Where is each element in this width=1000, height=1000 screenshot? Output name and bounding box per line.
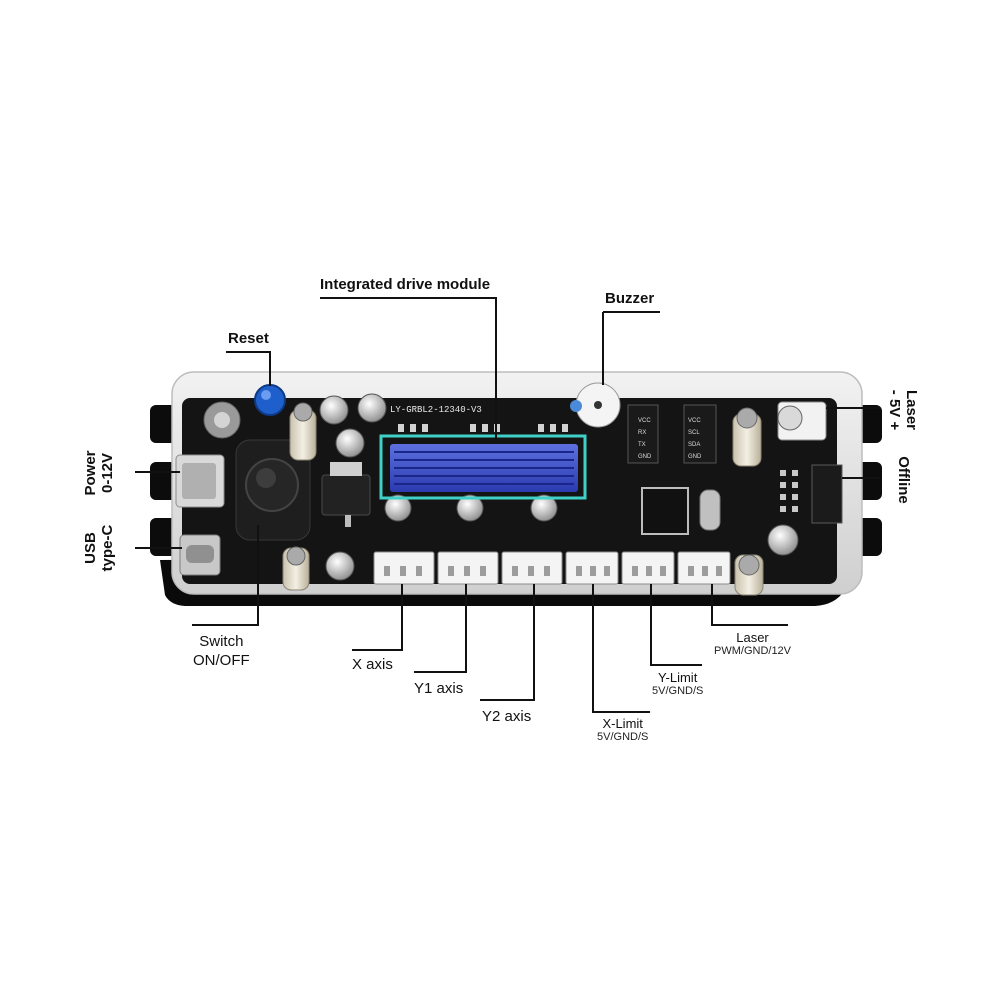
svg-text:GND: GND (688, 454, 702, 460)
svg-text:SCL: SCL (688, 430, 700, 436)
label-y-limit: Y-Limit 5V/GND/S (652, 670, 704, 697)
svg-text:GND: GND (638, 454, 652, 460)
drive-module-outline (379, 434, 587, 500)
silkscreen-model: LY-GRBL2-12340-V3 (390, 405, 482, 415)
label-y2-axis: Y2 axis (482, 708, 532, 725)
offline-header (780, 470, 798, 512)
mcu-chip (641, 487, 689, 535)
standoffs (282, 402, 764, 596)
label-power: Power 0-12V (82, 450, 116, 496)
label-y1-axis: Y1 axis (414, 680, 464, 697)
leader-lines (135, 297, 880, 713)
label-integrated-drive-module: Integrated drive module (320, 276, 491, 293)
label-x-axis: X axis (352, 656, 393, 673)
svg-text:TX: TX (638, 442, 646, 448)
capacitors (319, 393, 799, 581)
i2c-header: VCC SCL SDA GND (683, 404, 717, 464)
uart-header: VCC RX TX GND (627, 404, 659, 464)
label-reset: Reset (228, 330, 269, 347)
label-usb: USB type-C (82, 524, 116, 572)
label-laser-bottom: Laser PWM/GND/12V (714, 630, 792, 657)
label-offline: Offline (895, 456, 912, 504)
reset-button (254, 384, 286, 416)
label-switch: Switch ON/OFF (193, 633, 250, 669)
label-laser-top: Laser - 5V + (886, 389, 920, 431)
svg-text:VCC: VCC (688, 418, 701, 424)
label-buzzer: Buzzer (605, 290, 655, 307)
svg-text:RX: RX (638, 430, 646, 436)
svg-text:VCC: VCC (638, 418, 651, 424)
label-x-limit: X-Limit 5V/GND/S (597, 716, 649, 743)
svg-text:SDA: SDA (688, 442, 700, 448)
